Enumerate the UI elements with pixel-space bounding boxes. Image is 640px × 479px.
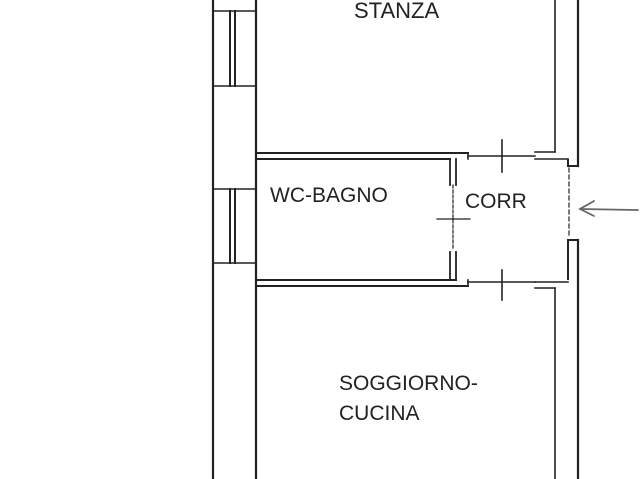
room-label-stanza: STANZA bbox=[354, 0, 439, 23]
room-label-corr: CORR bbox=[465, 190, 527, 213]
window-stanza bbox=[212, 10, 257, 87]
outer-right-wall bbox=[567, 0, 580, 479]
stanza-right-wall bbox=[534, 0, 569, 160]
window-bagno bbox=[212, 188, 257, 264]
wall-bagno-soggiorno bbox=[255, 269, 569, 301]
arrow-left-icon bbox=[578, 200, 639, 217]
room-label-wc-bagno: WC-BAGNO bbox=[270, 184, 388, 207]
room-label-soggiorno-line1: SOGGIORNO- bbox=[339, 372, 478, 395]
wall-bagno-corr bbox=[436, 158, 471, 281]
room-label-soggiorno-line2: CUCINA bbox=[339, 402, 420, 425]
wall-stanza-bagno bbox=[255, 139, 536, 173]
